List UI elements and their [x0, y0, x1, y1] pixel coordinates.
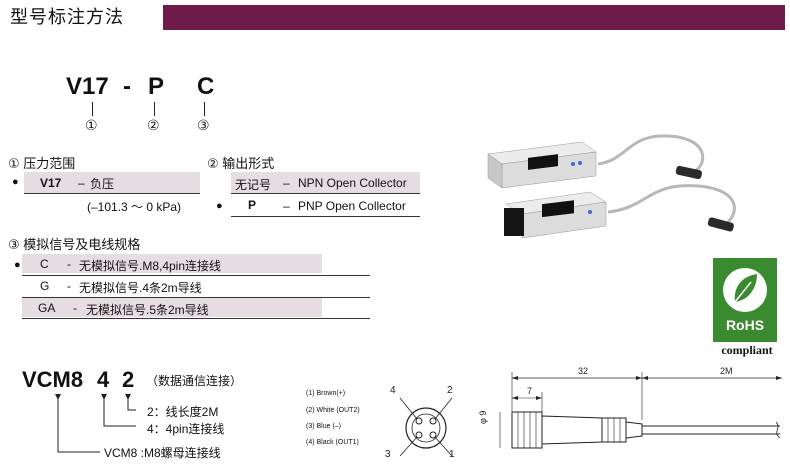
- cable-row-c-underline: [22, 275, 370, 276]
- dimension-nut-length: 7: [527, 386, 533, 396]
- cable-desc-c: 无模拟信号.M8,4pin连接线: [79, 259, 222, 273]
- model-code-part-output: P: [148, 73, 165, 100]
- wire-1-label: (1) Brown(+): [306, 390, 346, 397]
- cable-row-c-shade: [22, 254, 322, 273]
- output-row-divider: [231, 193, 420, 194]
- output-dash-pnp: –: [283, 199, 290, 213]
- section-header-bar: 型号标注方法: [5, 5, 785, 30]
- cable-row-ga-underline: [22, 318, 370, 319]
- marker-line-2: [154, 102, 155, 116]
- rohs-badge: RoHS: [713, 258, 777, 342]
- cable-desc-g: 无模拟信号.4条2m导线: [79, 281, 202, 295]
- pin-number-2: 2: [447, 385, 453, 396]
- cable-code-leader-lines: [55, 394, 136, 453]
- cable-code-length: 2: [122, 367, 135, 392]
- output-code-pnp: P: [248, 198, 257, 212]
- pressure-row-shade: [24, 172, 200, 193]
- connector-pin-diagram: [399, 397, 453, 457]
- cable-row-g-underline: [22, 297, 370, 298]
- pressure-row-underline: [24, 193, 200, 194]
- cable-dash-g: -: [67, 279, 71, 293]
- wire-3-label: (3) Blue (–): [306, 423, 342, 430]
- pin-number-3: 3: [385, 449, 391, 460]
- marker-1: ①: [85, 117, 98, 133]
- pressure-dash: –: [78, 176, 85, 190]
- dimension-body-length: 32: [578, 366, 589, 376]
- cable-bullet-c: ●: [14, 259, 21, 271]
- output-row-underline: [231, 216, 420, 217]
- cable-legend-length: 2：线长度2M: [147, 405, 219, 419]
- cable-spec-title: ③ 模拟信号及电线规格: [8, 237, 141, 252]
- pressure-desc: 负压: [90, 177, 115, 191]
- cable-code-g: G: [40, 279, 50, 293]
- dimension-diameter: φ 9: [478, 410, 488, 424]
- model-code-part-series: V17: [66, 73, 109, 100]
- cable-code-c: C: [40, 257, 49, 271]
- wire-2-label: (2) White (OUT2): [306, 407, 360, 414]
- wire-4-label: (4) Black (OUT1): [306, 439, 359, 446]
- cable-desc-ga: 无模拟信号.5条2m导线: [86, 303, 209, 317]
- cable-dash-c: -: [67, 257, 71, 271]
- pin-number-1: 1: [449, 449, 455, 460]
- cable-dash-ga: -: [73, 301, 77, 315]
- output-code-npn: 无记号: [235, 178, 272, 192]
- sensor-product-image: [487, 134, 736, 239]
- output-desc-pnp: PNP Open Collector: [298, 199, 406, 213]
- model-code-part-cable: C: [197, 73, 215, 100]
- cable-row-ga-shade: [22, 298, 322, 317]
- output-type-title: ② 输出形式: [207, 156, 275, 171]
- cable-code-series: VCM8: [22, 367, 84, 392]
- dimension-cable-length: 2M: [720, 366, 733, 376]
- output-row-npn-shade: [231, 172, 420, 193]
- rohs-caption: compliant: [721, 343, 773, 357]
- output-bullet-pnp: ●: [216, 200, 223, 212]
- model-code-dash: -: [123, 73, 131, 100]
- cable-legend-pins: 4：4pin连接线: [147, 422, 225, 436]
- pressure-code: V17: [40, 176, 62, 190]
- output-dash-npn: –: [283, 176, 290, 190]
- section-title: 型号标注方法: [5, 5, 165, 30]
- rohs-leaf-icon: [713, 258, 777, 342]
- cable-dimension-drawing: [499, 372, 782, 449]
- pressure-range-note: (–101.3 ～ 0 kPa): [87, 200, 182, 214]
- marker-3: ③: [197, 117, 210, 133]
- cable-legend-series: VCM8 :M8螺母连接线: [104, 446, 221, 460]
- marker-2: ②: [147, 117, 160, 133]
- marker-line-1: [92, 102, 93, 116]
- marker-line-3: [204, 102, 205, 116]
- cable-code-pins: 4: [97, 367, 110, 392]
- pin-number-4: 4: [390, 385, 396, 396]
- cable-code-desc: （数据通信连接）: [146, 374, 243, 388]
- pressure-bullet: ●: [12, 176, 19, 188]
- output-desc-npn: NPN Open Collector: [298, 176, 407, 190]
- rohs-label: RoHS: [725, 317, 765, 333]
- cable-code-ga: GA: [38, 301, 56, 315]
- pressure-range-title: ① 压力范围: [8, 156, 76, 171]
